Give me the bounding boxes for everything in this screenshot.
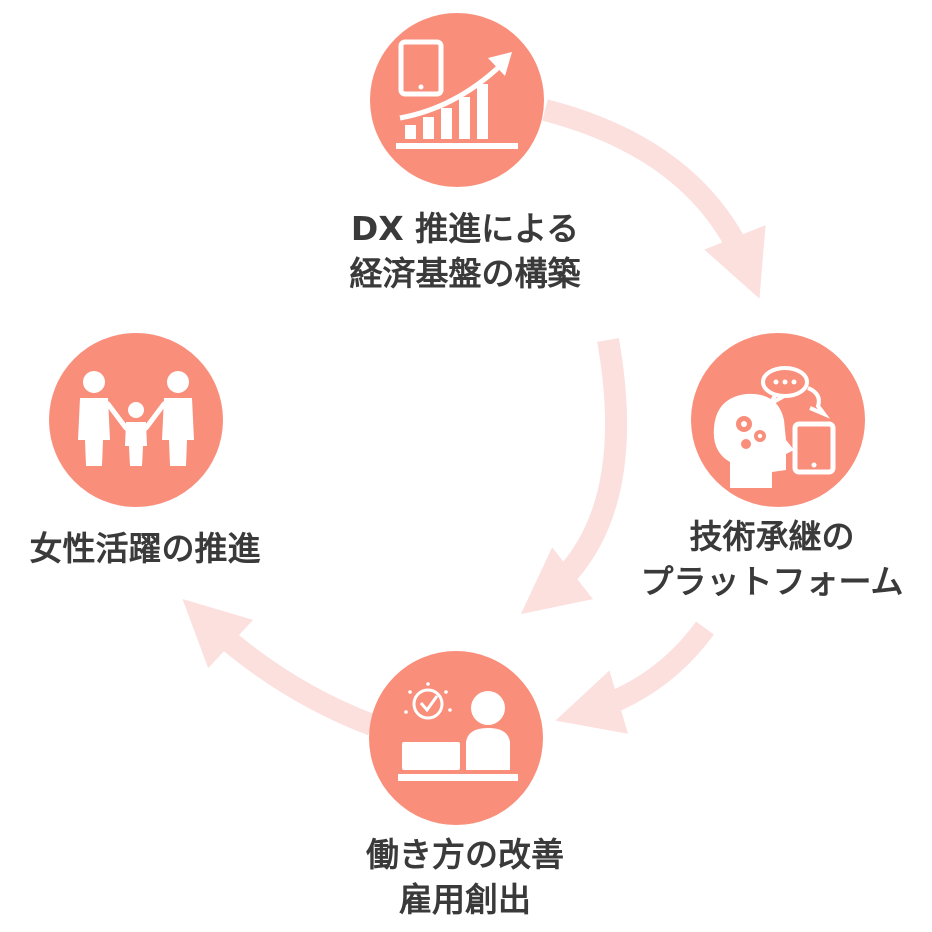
- arrow-work-to-women: [182, 598, 376, 736]
- node-work-label: 働き方の改善 雇用創出: [290, 832, 640, 922]
- node-dx-label-line-1: DX 推進による: [350, 209, 580, 248]
- family-icon: [78, 371, 194, 466]
- node-tech-label-line-2: プラットフォーム: [640, 562, 904, 601]
- node-work-label-line-2: 雇用創出: [399, 880, 531, 919]
- arrow-tech-to-work: [555, 621, 714, 734]
- node-tech-label-line-1: 技術承継の: [689, 517, 855, 556]
- cycle-arrows: [182, 99, 766, 736]
- node-women-label-line-1: 女性活躍の推進: [29, 529, 261, 568]
- head-gears-chat-tablet-icon: [713, 366, 836, 488]
- node-dx-label: DX 推進による 経済基盤の構築: [300, 206, 630, 296]
- tablet-growth-chart-icon: [396, 39, 518, 149]
- arrow-dx-to-tech: [542, 99, 766, 299]
- arrow-center-to-work: [520, 338, 627, 615]
- node-work-label-line-1: 働き方の改善: [366, 835, 564, 874]
- node-dx-label-line-2: 経済基盤の構築: [349, 254, 581, 293]
- node-work-circle: [369, 651, 543, 825]
- node-women-label: 女性活躍の推進: [0, 526, 290, 571]
- node-tech-label: 技術承継の プラットフォーム: [612, 514, 932, 604]
- person-desk-clock-icon: [398, 682, 518, 781]
- node-women-circle: [49, 333, 223, 507]
